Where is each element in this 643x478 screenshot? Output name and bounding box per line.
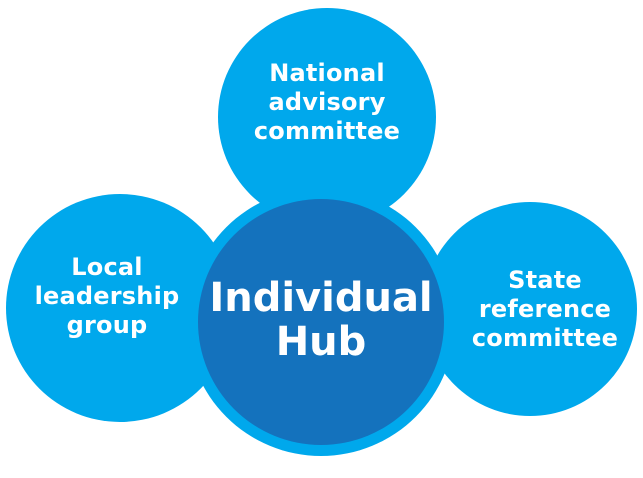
label-line: advisory: [268, 87, 386, 116]
label-line: group: [66, 310, 148, 339]
label-line: committee: [253, 116, 401, 145]
label-line: committee: [471, 323, 619, 352]
label-line: Individual: [209, 275, 433, 321]
label-line: National: [269, 58, 385, 87]
label-line: reference: [478, 294, 612, 323]
node-label: State reference committee: [472, 266, 618, 353]
label-line: leadership: [34, 281, 180, 310]
hub-label: Individual Hub: [209, 276, 432, 364]
node-label: Local leadership group: [35, 253, 180, 340]
node-label: National advisory committee: [254, 59, 400, 146]
label-line: Local: [71, 252, 143, 281]
label-line: State: [508, 265, 582, 294]
node-individual-hub: Individual Hub: [198, 199, 444, 445]
label-line: Hub: [275, 319, 367, 365]
node-state-reference-committee: State reference committee: [423, 202, 637, 416]
